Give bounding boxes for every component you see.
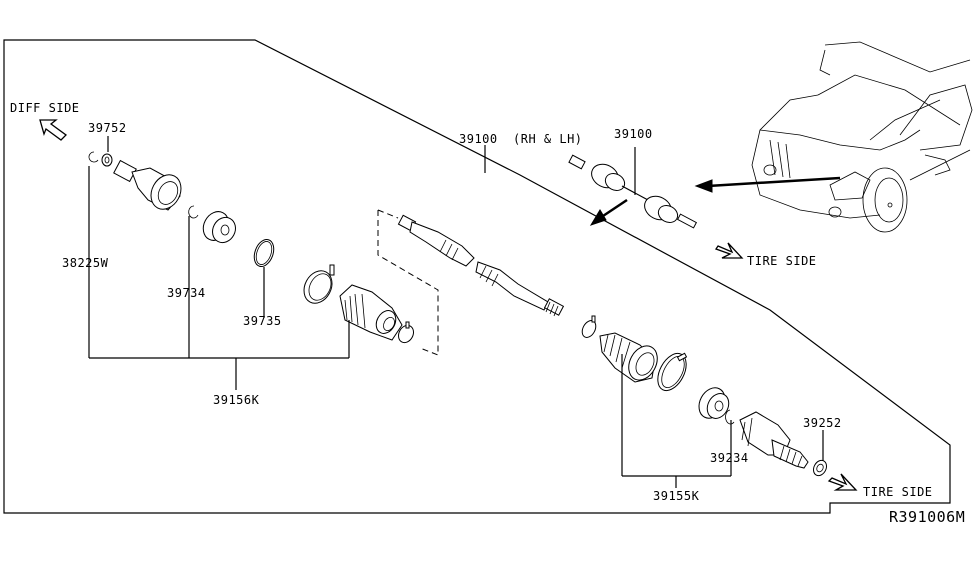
outer-joint-cage [698, 387, 730, 419]
part-label-39100-main[interactable]: 39100 [459, 132, 498, 146]
main-shaft [397, 214, 565, 317]
snap-ring-38225w [88, 151, 99, 163]
boot-clamp-small-left [398, 321, 414, 344]
diff-side-arrow [39, 119, 67, 141]
diagram-border [3, 39, 951, 514]
tire-side-arrow-top [714, 242, 744, 259]
tripod-joint [202, 211, 236, 244]
part-label-39234[interactable]: 39234 [710, 451, 749, 465]
boot-outer [599, 332, 658, 383]
part-label-38225w[interactable]: 38225W [62, 256, 109, 270]
diff-side-label: DIFF SIDE [10, 101, 80, 115]
part-label-39735[interactable]: 39735 [243, 314, 282, 328]
part-label-39100-inset[interactable]: 39100 [614, 127, 653, 141]
part-label-39156k[interactable]: 39156K [213, 393, 260, 407]
tire-side-label-bottom: TIRE SIDE [863, 485, 933, 499]
boot-clamp-large-right [657, 352, 688, 392]
boot-inner [339, 284, 403, 341]
boot-clamp-small-right [581, 315, 597, 338]
washer-39752 [101, 153, 113, 167]
ring-39735 [253, 238, 275, 268]
part-label-39734[interactable]: 39734 [167, 286, 206, 300]
inner-joint-housing [113, 159, 182, 211]
part-note-rh-lh: (RH & LH) [513, 132, 583, 146]
part-label-39155k[interactable]: 39155K [653, 489, 700, 503]
boot-clamp-large-left [303, 264, 335, 304]
tire-side-arrow-bottom [827, 473, 858, 491]
snap-ring-39734 [188, 205, 199, 219]
part-label-39252[interactable]: 39252 [803, 416, 842, 430]
kit-dashed-outline [377, 210, 439, 356]
part-label-39752[interactable]: 39752 [88, 121, 127, 135]
vehicle-illustration [751, 41, 973, 233]
vehicle-pointer-arrow [694, 176, 841, 193]
washer-39252 [813, 459, 827, 477]
tire-side-label-top: TIRE SIDE [747, 254, 817, 268]
outer-joint-housing [739, 411, 809, 469]
diagram-reference-code: R391006M [889, 508, 965, 526]
snap-ring-39234 [725, 409, 735, 425]
inset-driveshaft-drawing [568, 147, 698, 229]
